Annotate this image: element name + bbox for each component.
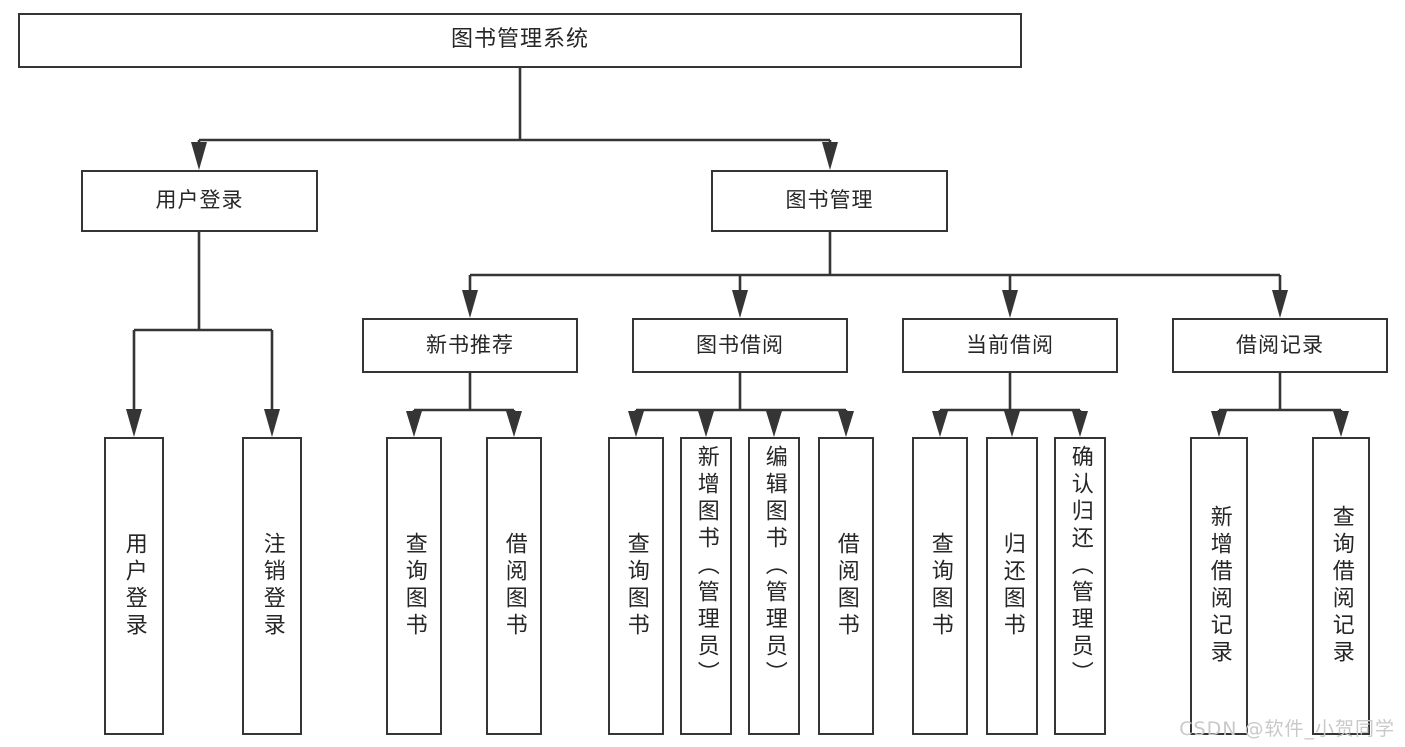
leaf-edit-book-admin[interactable]: 编辑图书（管理员）: [748, 437, 800, 735]
leaf-add-borrow-record[interactable]: 新增借阅记录: [1190, 437, 1248, 735]
leaf-borrow-book-new[interactable]: 借阅图书: [486, 437, 542, 735]
leaf-borrow-book-new-label: 借阅图书: [501, 532, 527, 640]
leaf-query-book-borrow[interactable]: 查询图书: [608, 437, 664, 735]
arrow-rec-l1: [1211, 411, 1227, 437]
arrow-borrow-l3: [766, 411, 782, 437]
arrow-new-l1: [406, 411, 422, 437]
arrow-login-leaf2: [264, 409, 280, 437]
arrow-root-to-book: [822, 142, 838, 170]
arrow-cur-l2: [1004, 411, 1020, 437]
arrow-new-l2: [506, 411, 522, 437]
node-book-management[interactable]: 图书管理: [711, 170, 948, 232]
node-user-login[interactable]: 用户登录: [81, 170, 318, 232]
arrow-rec-l2: [1333, 411, 1349, 437]
node-current-borrow-label: 当前借阅: [966, 332, 1054, 357]
arrow-borrow-l1: [628, 411, 644, 437]
leaf-query-book-current[interactable]: 查询图书: [912, 437, 968, 735]
arrow-book-cur: [1002, 290, 1018, 318]
arrow-root-to-login: [191, 142, 207, 170]
node-book-borrow-label: 图书借阅: [696, 332, 784, 357]
leaf-query-book-new-label: 查询图书: [401, 532, 427, 640]
node-new-book-recommend-label: 新书推荐: [426, 332, 514, 357]
leaf-query-book-borrow-label: 查询图书: [623, 532, 649, 640]
leaf-return-book-label: 归还图书: [999, 532, 1025, 640]
node-user-login-label: 用户登录: [155, 188, 244, 213]
leaf-borrow-book[interactable]: 借阅图书: [818, 437, 874, 735]
arrow-book-borrow: [732, 290, 748, 318]
node-current-borrow[interactable]: 当前借阅: [902, 318, 1118, 373]
arrow-book-rec: [1272, 290, 1288, 318]
leaf-query-book-current-label: 查询图书: [927, 532, 953, 640]
node-book-borrow[interactable]: 图书借阅: [632, 318, 848, 373]
arrow-cur-l1: [932, 411, 948, 437]
arrow-borrow-l2: [698, 411, 714, 437]
leaf-add-borrow-record-label: 新增借阅记录: [1206, 505, 1232, 667]
arrow-borrow-l4: [838, 411, 854, 437]
watermark-text: CSDN @软件_小贺同学: [1179, 718, 1395, 740]
leaf-query-borrow-record-label: 查询借阅记录: [1328, 505, 1354, 667]
arrow-login-leaf1: [126, 409, 142, 437]
arrow-cur-l3: [1072, 411, 1088, 437]
leaf-confirm-return-admin[interactable]: 确认归还（管理员）: [1054, 437, 1106, 735]
leaf-confirm-return-admin-label: 确认归还（管理员）: [1067, 445, 1093, 688]
node-root[interactable]: 图书管理系统: [18, 13, 1022, 68]
leaf-borrow-book-label: 借阅图书: [833, 532, 859, 640]
leaf-query-borrow-record[interactable]: 查询借阅记录: [1312, 437, 1370, 735]
node-borrow-record[interactable]: 借阅记录: [1172, 318, 1388, 373]
node-borrow-record-label: 借阅记录: [1236, 332, 1324, 357]
leaf-edit-book-admin-label: 编辑图书（管理员）: [761, 445, 787, 688]
leaf-logout-label: 注销登录: [259, 532, 285, 640]
node-new-book-recommend[interactable]: 新书推荐: [362, 318, 578, 373]
leaf-query-book-new[interactable]: 查询图书: [386, 437, 442, 735]
leaf-user-login-label: 用户登录: [121, 532, 147, 640]
leaf-logout[interactable]: 注销登录: [242, 437, 302, 735]
arrow-book-new: [462, 290, 478, 318]
leaf-add-book-admin[interactable]: 新增图书（管理员）: [680, 437, 732, 735]
node-root-label: 图书管理系统: [450, 27, 589, 53]
leaf-user-login[interactable]: 用户登录: [104, 437, 164, 735]
node-book-management-label: 图书管理: [785, 188, 874, 213]
leaf-return-book[interactable]: 归还图书: [986, 437, 1038, 735]
leaf-add-book-admin-label: 新增图书（管理员）: [693, 445, 719, 688]
